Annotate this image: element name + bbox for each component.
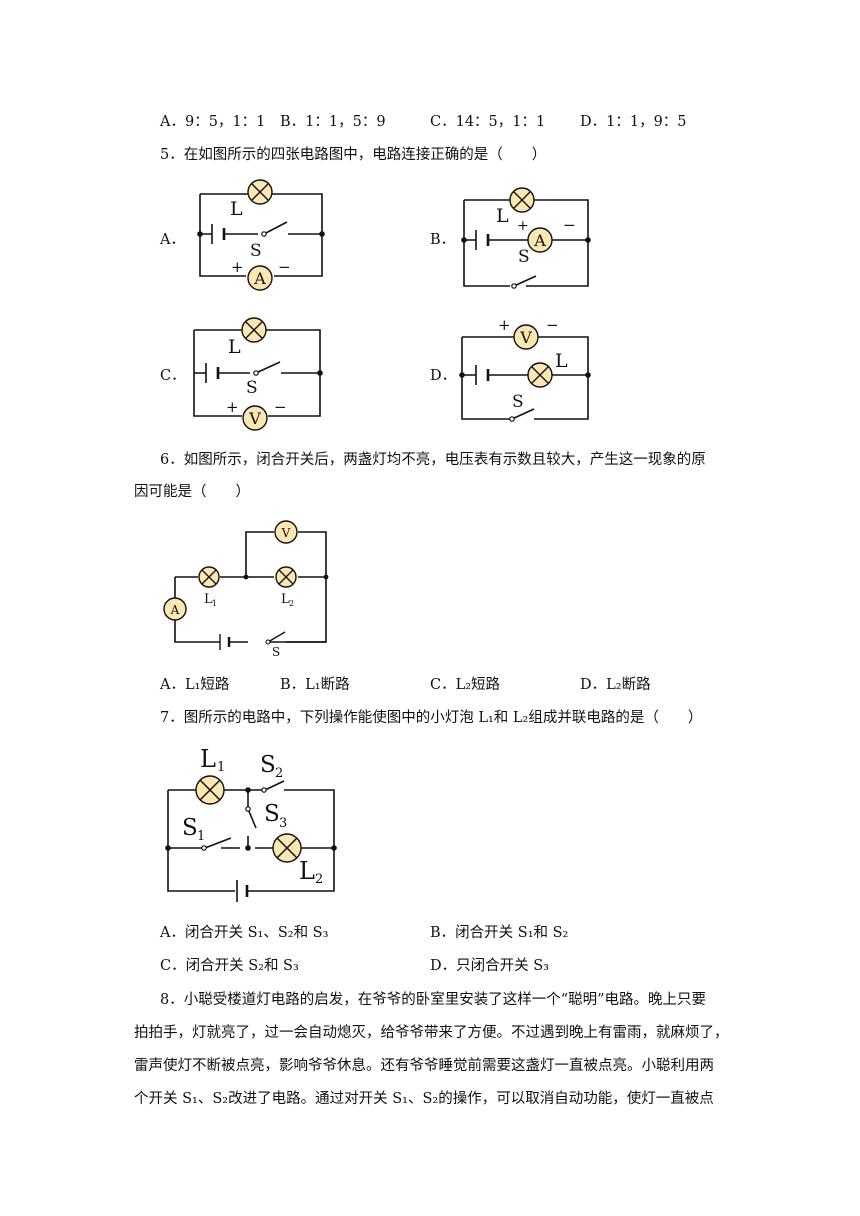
q7-option-d: D．只闭合开关 S₃ [430,958,549,974]
q6-option-a: A．L₁短路 [160,677,230,693]
q6-stem-line1: 6．如图所示，闭合开关后，两盏灯均不亮，电压表有示数且较大，产生这一现象的原 [160,452,706,468]
q7-option-b: B．闭合开关 S₁和 S₂ [430,925,569,941]
svg-text:2: 2 [289,599,294,608]
svg-text:−: − [278,258,291,276]
voltmeter-icon: V [242,405,268,431]
svg-text:+: + [231,258,244,276]
q8-line3: 雷声使灯不断被点亮，影响爷爷休息。还有爷爷睡觉前需要这盏灯一直被点亮。小聪利用两 [134,1058,714,1074]
ammeter-icon: A [247,265,273,291]
q5-circuit-b: A L + − S [461,187,591,289]
q5-circuit-a: A L S + − [197,179,325,291]
lamp-icon [247,179,273,205]
svg-text:L: L [299,857,315,885]
svg-text:L: L [555,350,568,372]
switch-blade [255,361,281,374]
svg-text:−: − [546,316,559,334]
junction-dot [197,231,203,237]
q5-label-a: A． [160,232,185,248]
q6-circuit: V A L 1 L 2 S [163,520,329,659]
svg-text:+: + [226,398,239,416]
svg-text:S: S [260,752,276,778]
q7-stem: 7．图所示的电路中，下列操作能使图中的小灯泡 L₁和 L₂组成并联电路的是（ ） [160,710,703,726]
svg-text:−: − [563,216,576,234]
svg-text:L: L [496,205,509,227]
q7-circuit: L 1 S 2 S 3 S 1 L 2 [165,745,337,902]
svg-text:A: A [170,603,180,617]
svg-text:−: − [274,398,287,416]
svg-text:V: V [519,328,532,347]
switch-blade [267,631,286,643]
switch-s1-blade [204,837,232,849]
q8-line2: 拍拍手，灯就亮了，过一会自动熄灭，给爷爷带来了方便。不过遇到晚上有雷雨，就麻烦了… [134,1025,729,1041]
svg-text:1: 1 [197,829,205,844]
ammeter-icon: A [527,227,553,253]
lamp-l1-icon [195,775,225,805]
q8-line4: 个开关 S₁、S₂改进了电路。通过对开关 S₁、S₂的操作，可以取消自动功能，使… [134,1091,714,1107]
svg-text:+: + [498,316,511,334]
junction-dot [319,231,325,237]
q5-label-b: B． [430,232,456,248]
svg-text:S: S [264,801,280,827]
q5-circuit-c: V L S + − [193,317,323,431]
q6-option-b: B．L₁断路 [280,677,350,693]
svg-text:S: S [246,378,258,398]
svg-text:L: L [228,336,241,358]
svg-text:S: S [512,392,524,412]
lamp-icon [527,362,553,388]
q6-option-c: C．L₂短路 [430,677,501,693]
svg-text:V: V [248,409,261,428]
switch-s2-blade [264,780,285,791]
svg-text:2: 2 [275,766,283,781]
lamp-l2-icon [272,833,302,863]
svg-text:V: V [281,526,291,540]
lamp-l2-icon [275,566,297,588]
voltmeter-icon: V [274,520,298,544]
svg-text:L: L [230,198,243,220]
q5-circuit-d: V + − L S [459,316,591,422]
svg-text:A: A [253,269,266,288]
q4-option-c: C．14：5，1：1 [430,114,546,130]
lamp-icon [509,187,535,213]
svg-text:S: S [250,241,262,261]
svg-text:L: L [281,592,290,607]
switch-s3-blade [247,808,257,829]
svg-text:1: 1 [217,760,225,775]
q6-option-d: D．L₂断路 [580,677,651,693]
q5-label-d: D． [430,368,457,384]
svg-text:S: S [182,815,198,841]
svg-text:2: 2 [315,872,323,887]
svg-text:S: S [272,645,280,659]
switch-blade [513,275,537,287]
q5-label-c: C． [160,368,186,384]
lamp-l1-icon [198,566,220,588]
q4-option-b: B．1：1，5：9 [280,114,386,130]
q4-option-a: A．9：5，1：1 [160,114,266,130]
switch-blade [263,221,288,235]
ammeter-icon: A [163,597,187,621]
q7-option-a: A．闭合开关 S₁、S₂和 S₃ [160,925,329,941]
q4-option-d: D．1：1，9：5 [580,114,687,130]
lamp-icon [241,317,267,343]
svg-text:L: L [200,745,216,773]
svg-text:+: + [517,218,529,234]
q7-option-c: C．闭合开关 S₂和 S₃ [160,958,299,974]
svg-text:3: 3 [279,816,287,831]
svg-text:1: 1 [212,599,217,608]
q8-line1: 8．小聪受楼道灯电路的启发，在爷爷的卧室里安装了这样一个“聪明”电路。晚上只要 [160,992,707,1008]
q6-stem-line2: 因可能是（ ） [134,484,250,500]
q5-stem: 5．在如图所示的四张电路图中，电路连接正确的是（ ） [160,147,547,163]
svg-text:A: A [533,231,546,250]
switch-blade [511,408,535,420]
svg-text:S: S [518,247,530,267]
svg-text:L: L [204,592,213,607]
voltmeter-icon: V [513,324,539,350]
